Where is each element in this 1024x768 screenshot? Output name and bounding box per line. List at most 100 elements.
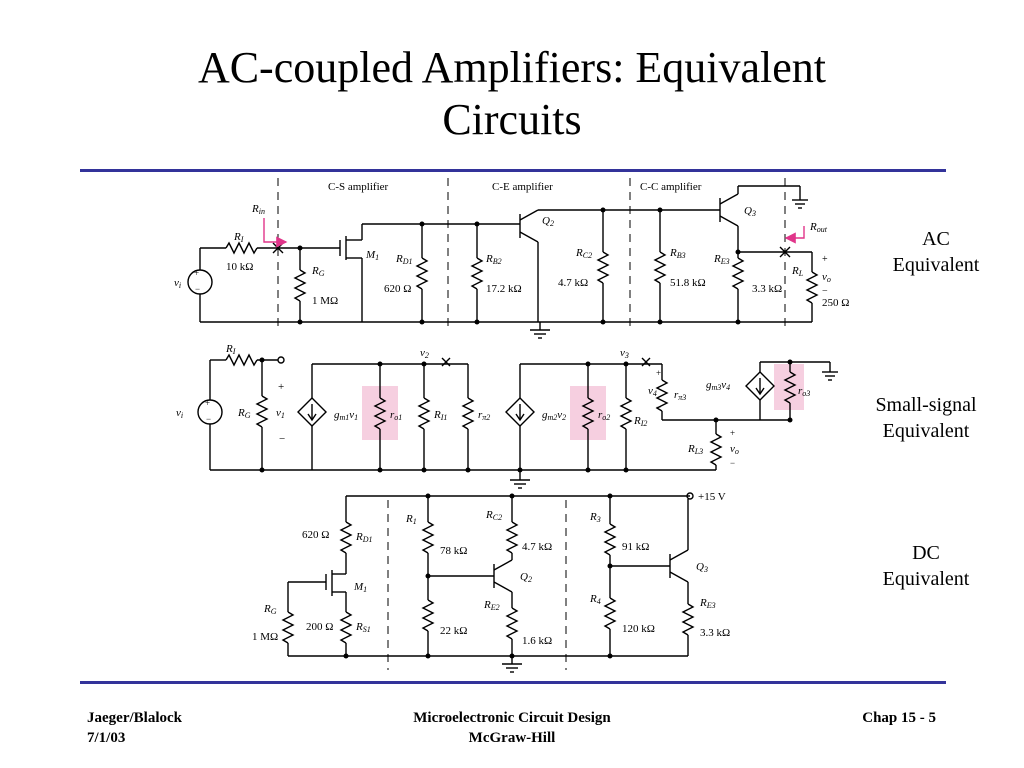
svg-text:M1: M1 [365, 249, 379, 262]
svg-text:v4: v4 [648, 385, 657, 398]
ac-equivalent-label: AC Equivalent [892, 228, 980, 276]
svg-text:rπ2: rπ2 [478, 409, 490, 422]
footer-page: Chap 15 - 5 [862, 710, 936, 726]
svg-text:R1: R1 [405, 513, 417, 526]
svg-text:+: + [656, 368, 661, 378]
svg-text:RI2: RI2 [633, 415, 647, 428]
svg-text:4.7 kΩ: 4.7 kΩ [558, 277, 588, 289]
footer-left: Jaeger/Blalock 7/1/03 [87, 708, 182, 748]
svg-text:ro1: ro1 [390, 409, 402, 422]
svg-text:vi: vi [176, 407, 183, 420]
svg-text:RI: RI [225, 343, 236, 356]
svg-text:gm1v1: gm1v1 [334, 409, 358, 422]
dc-equivalent-label: DC Equivalent [882, 542, 970, 590]
svg-text:1 MΩ: 1 MΩ [312, 295, 338, 307]
ac-equivalent-circuit [187, 178, 819, 339]
svg-text:Q2: Q2 [520, 571, 532, 584]
svg-text:RG: RG [311, 265, 325, 278]
svg-text:51.8 kΩ: 51.8 kΩ [670, 277, 706, 289]
svg-text:22 kΩ: 22 kΩ [440, 625, 467, 637]
svg-text:−: − [279, 433, 285, 445]
svg-text:+: + [205, 398, 210, 408]
ac-arrows [263, 218, 805, 248]
footer-center: Microelectronic Circuit Design McGraw-Hi… [362, 708, 662, 748]
svg-text:rπ3: rπ3 [674, 389, 686, 402]
svg-text:M1: M1 [353, 581, 367, 594]
svg-text:3.3 kΩ: 3.3 kΩ [700, 627, 730, 639]
svg-text:RE3: RE3 [699, 597, 716, 610]
svg-text:10 kΩ: 10 kΩ [226, 261, 253, 273]
svg-text:1 MΩ: 1 MΩ [252, 631, 278, 643]
footer-right: Chap 15 - 5 [800, 708, 936, 728]
svg-text:+: + [730, 428, 735, 438]
slide-title: AC-coupled Amplifiers: Equivalent Circui… [0, 42, 1024, 146]
svg-text:v1: v1 [276, 407, 285, 420]
svg-text:gm3v4: gm3v4 [706, 379, 730, 392]
svg-text:+15 V: +15 V [698, 491, 726, 503]
svg-text:v3: v3 [620, 347, 629, 360]
svg-text:R3: R3 [589, 511, 601, 524]
svg-text:−: − [206, 414, 211, 424]
svg-text:RE2: RE2 [483, 599, 500, 612]
footer-author: Jaeger/Blalock [87, 710, 182, 726]
dc-text: 620 Ω RD1 M1 RG 1 MΩ 200 Ω RS1 R1 78 kΩ … [252, 491, 730, 647]
svg-text:RS1: RS1 [355, 621, 371, 634]
svg-text:ro3: ro3 [798, 385, 810, 398]
svg-text:1.6 kΩ: 1.6 kΩ [522, 635, 552, 647]
footer-date: 7/1/03 [87, 730, 126, 746]
svg-text:RG: RG [237, 407, 251, 420]
svg-text:−: − [730, 458, 735, 468]
small-signal-text: RI vi + − RG + v1 − gm1v1 ro1 RI1 v2 rπ2… [176, 343, 810, 468]
svg-text:Q3: Q3 [696, 561, 708, 574]
top-rule [80, 169, 946, 172]
svg-text:RL3: RL3 [687, 443, 703, 456]
svg-text:v2: v2 [420, 347, 429, 360]
title-line-1: AC-coupled Amplifiers: Equivalent [197, 43, 827, 92]
svg-text:RC2: RC2 [575, 247, 592, 260]
svg-text:RC2: RC2 [485, 509, 502, 522]
section-label-cs: C-S amplifier [328, 181, 389, 193]
small-signal-equivalent-label: Small-signal Equivalent [875, 394, 977, 442]
ac-text: C-S amplifier C-E amplifier C-C amplifie… [174, 181, 849, 309]
svg-text:−: − [822, 286, 828, 297]
svg-text:RI1: RI1 [433, 409, 447, 422]
svg-text:RD1: RD1 [355, 531, 373, 544]
svg-text:4.7 kΩ: 4.7 kΩ [522, 541, 552, 553]
svg-text:620 Ω: 620 Ω [384, 283, 411, 295]
svg-text:+: + [278, 381, 284, 393]
footer-publisher: McGraw-Hill [468, 730, 556, 746]
svg-text:250 Ω: 250 Ω [822, 297, 849, 309]
svg-text:RG: RG [263, 603, 277, 616]
section-label-ce: C-E amplifier [492, 181, 553, 193]
svg-text:ro2: ro2 [598, 409, 610, 422]
svg-text:120 kΩ: 120 kΩ [622, 623, 655, 635]
svg-text:Q2: Q2 [542, 215, 554, 228]
svg-text:200 Ω: 200 Ω [306, 621, 333, 633]
svg-text:Q3: Q3 [744, 205, 756, 218]
svg-text:−: − [656, 402, 661, 412]
svg-text:R4: R4 [589, 593, 601, 606]
svg-text:91 kΩ: 91 kΩ [622, 541, 649, 553]
bottom-rule [80, 681, 946, 684]
svg-text:RE3: RE3 [713, 253, 730, 266]
svg-text:RB2: RB2 [485, 253, 502, 266]
dc-equivalent-circuit [281, 492, 695, 673]
svg-text:RB3: RB3 [669, 247, 686, 260]
small-signal-circuit [197, 353, 838, 489]
svg-text:vo: vo [822, 271, 831, 284]
svg-text:vi: vi [174, 277, 181, 290]
svg-text:Rin: Rin [251, 203, 265, 216]
svg-text:RD1: RD1 [395, 253, 413, 266]
section-label-cc: C-C amplifier [640, 181, 702, 193]
svg-text:RL: RL [791, 265, 804, 278]
svg-text:gm2v2: gm2v2 [542, 409, 566, 422]
svg-text:vo: vo [730, 443, 739, 456]
footer-book: Microelectronic Circuit Design [413, 710, 611, 726]
svg-text:17.2 kΩ: 17.2 kΩ [486, 283, 522, 295]
title-line-2: Circuits [442, 95, 582, 144]
svg-text:+: + [822, 254, 828, 265]
svg-text:3.3 kΩ: 3.3 kΩ [752, 283, 782, 295]
svg-text:78 kΩ: 78 kΩ [440, 545, 467, 557]
svg-text:−: − [195, 284, 200, 294]
